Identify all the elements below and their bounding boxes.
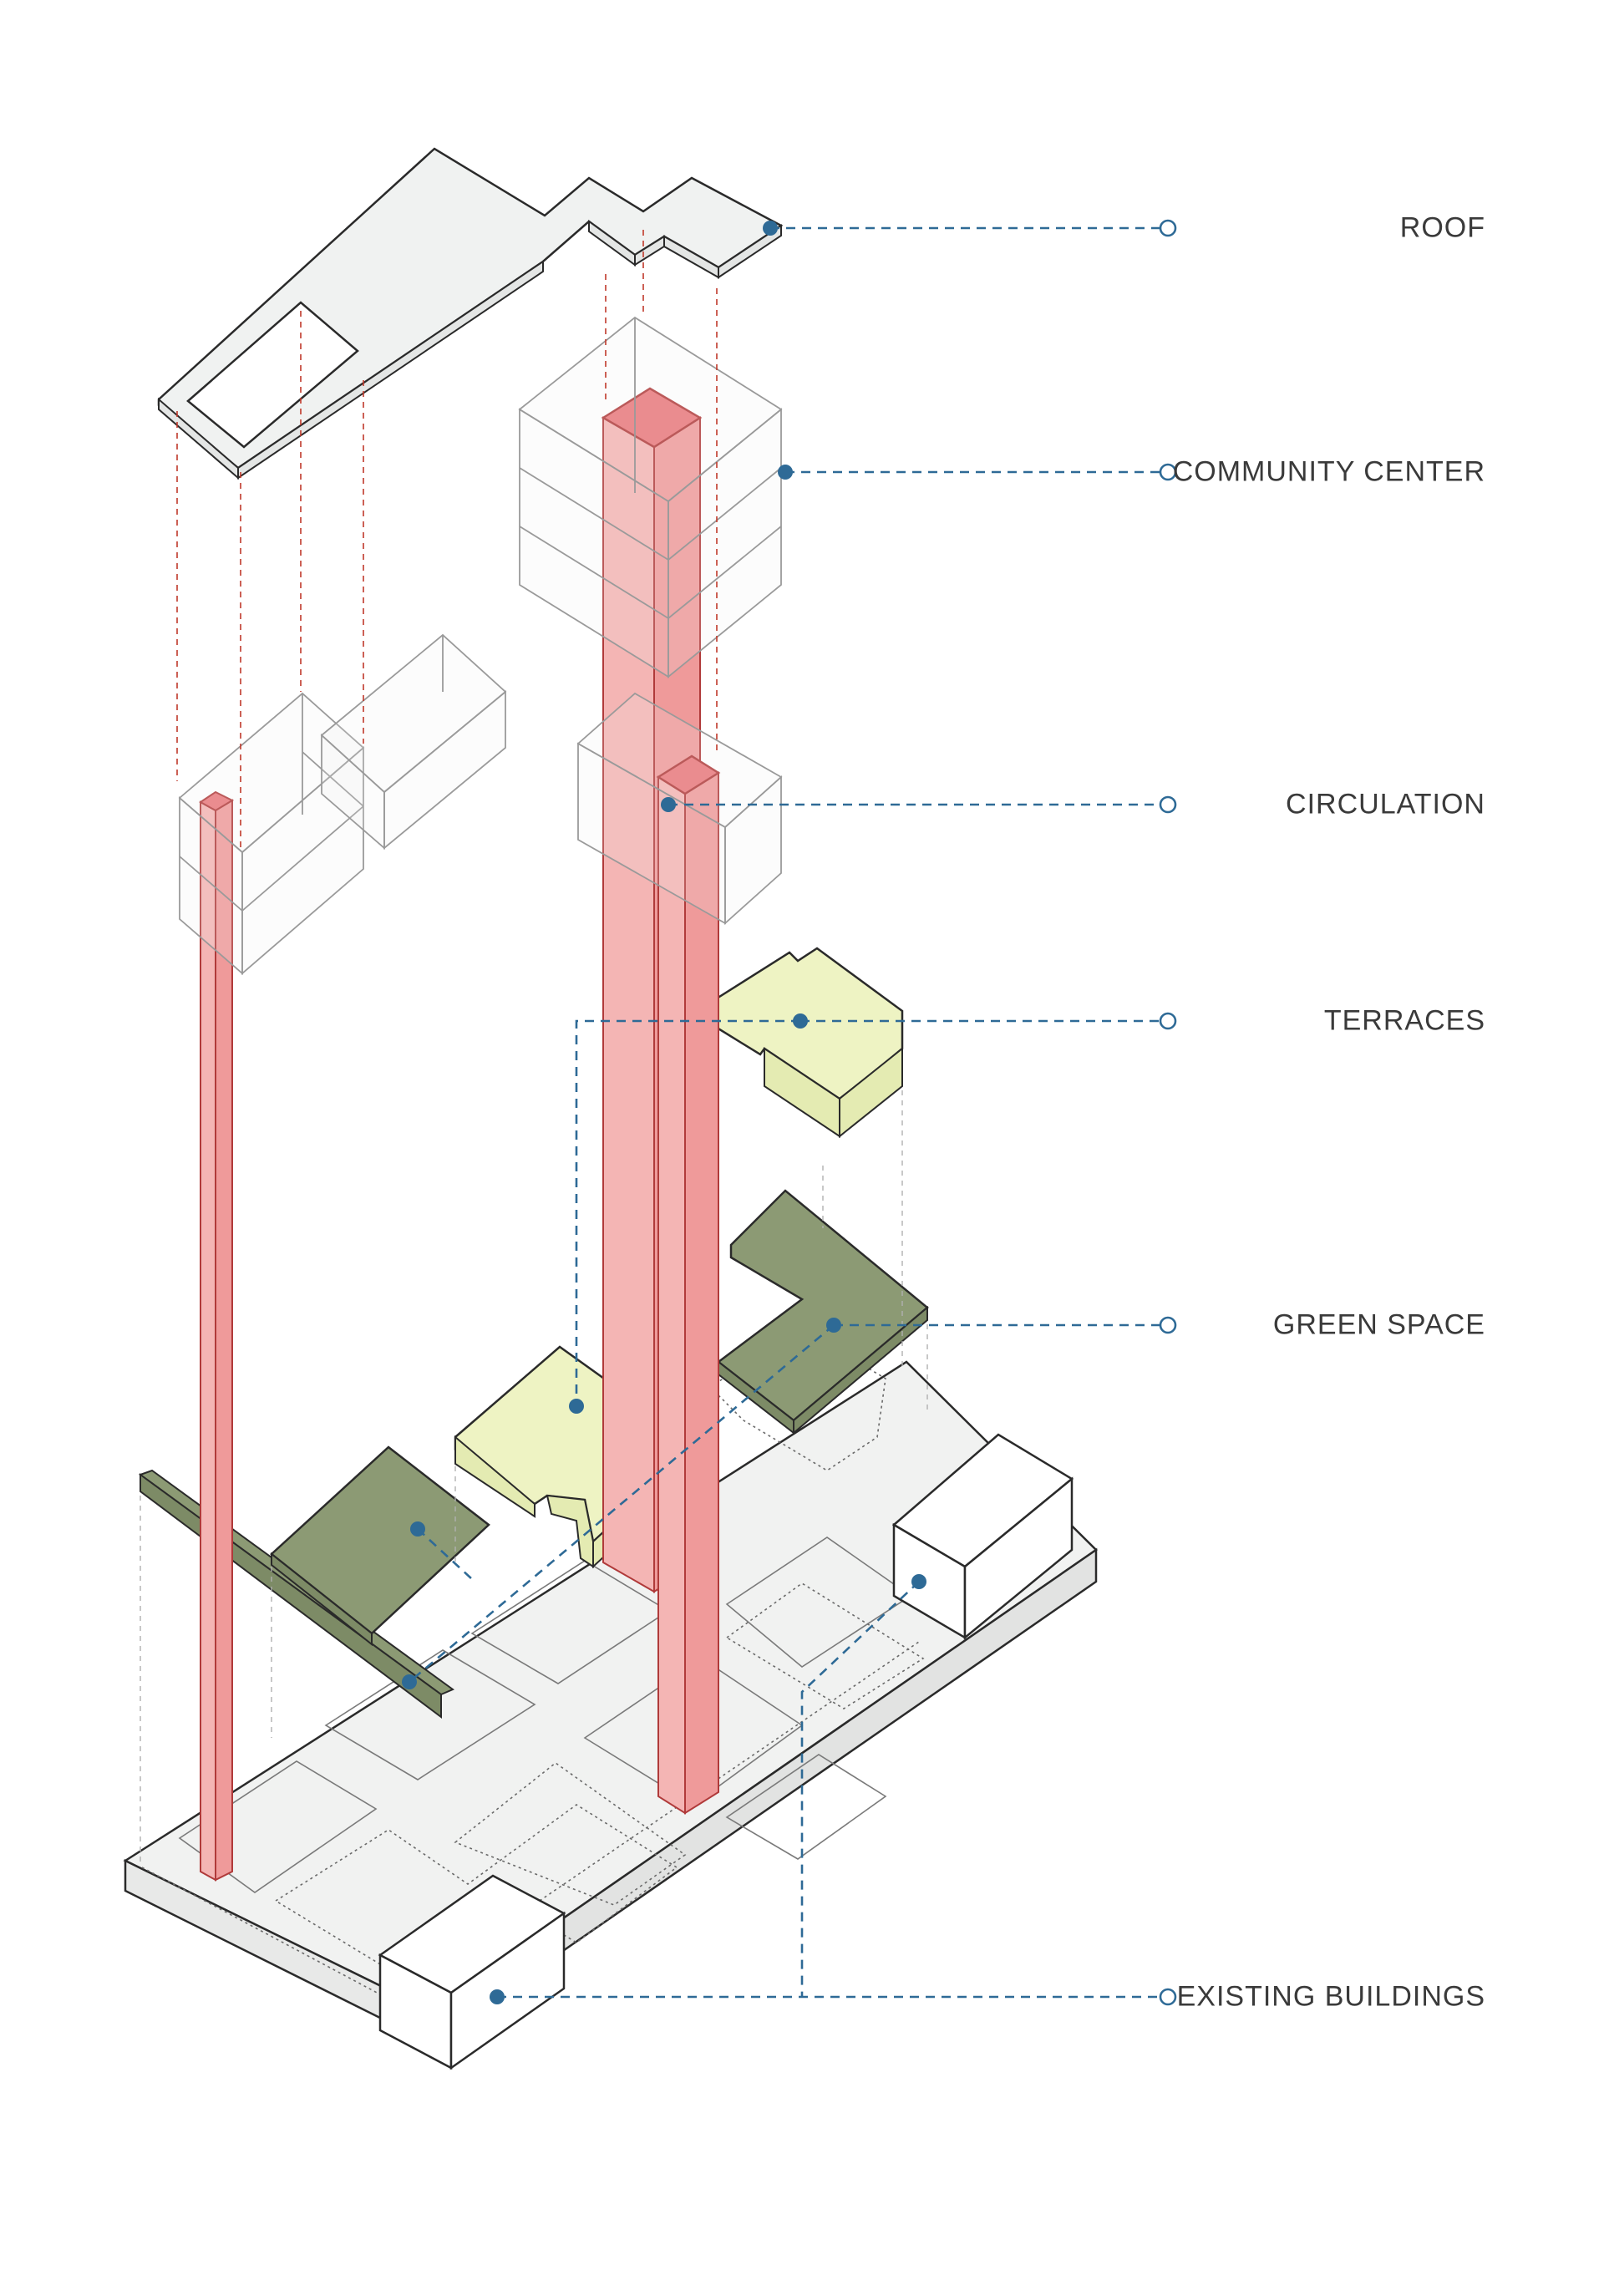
volume-edge	[667, 467, 782, 561]
site-dotted-edge	[141, 1641, 920, 2002]
terrace-lower-notch	[546, 1494, 594, 1568]
anchor-dot	[410, 1521, 425, 1537]
anchor-dot	[661, 797, 676, 812]
green-space-l-shape	[716, 1189, 929, 1435]
building-side-face	[449, 1911, 566, 2070]
leader-lines	[409, 226, 1161, 1999]
anchor-dot	[763, 221, 778, 236]
circulation-core-left	[199, 790, 235, 1882]
leader-green-square	[417, 1528, 473, 1580]
anchor-dot	[569, 1399, 584, 1414]
volume-edge	[302, 751, 364, 807]
site-parcel	[178, 1760, 378, 1893]
leader-end-circles	[1159, 219, 1177, 2006]
core-side-face	[684, 771, 719, 1815]
anchor-dot	[911, 1574, 926, 1589]
label-circulation: CIRCULATION	[1286, 788, 1485, 820]
volume-edge	[179, 856, 243, 912]
site-parcel	[725, 1754, 887, 1860]
terrace-upper-side	[839, 1046, 903, 1139]
leader-end-circle	[1159, 219, 1177, 237]
roof-slab	[157, 147, 784, 480]
core-front-face	[200, 800, 216, 1882]
terrace-lower-side	[454, 1435, 536, 1518]
leader-end-circle	[1159, 1988, 1177, 2006]
leader-existing-branch	[800, 1581, 920, 1997]
label-existing-buildings: EXISTING BUILDINGS	[1176, 1980, 1485, 2013]
drop-lines	[140, 1090, 928, 1863]
label-roof: ROOF	[1399, 211, 1485, 244]
label-green-space: GREEN SPACE	[1272, 1308, 1485, 1341]
core-top-face	[199, 790, 235, 812]
anchor-dot	[402, 1674, 417, 1689]
volume-edge	[321, 733, 385, 850]
volume-edge	[667, 526, 782, 619]
anchor-dot	[793, 1013, 808, 1029]
existing-building-right	[891, 1433, 1074, 1640]
roof-opening	[186, 301, 359, 449]
leader-terraces-drop	[575, 1019, 800, 1406]
anchor-dot	[778, 465, 793, 480]
site-dotted-plot	[454, 1762, 687, 1906]
site-dotted-plot	[708, 1328, 886, 1471]
core-top-face	[656, 754, 721, 795]
roof-edge-face	[237, 260, 544, 480]
green-l-side	[793, 1305, 928, 1435]
label-community-center: COMMUNITY CENTER	[1172, 455, 1485, 488]
core-front-face	[657, 775, 686, 1815]
volume-edge	[241, 805, 364, 912]
volume-edge	[519, 526, 669, 619]
leader-end-circle	[1159, 1012, 1177, 1030]
anchor-dot	[490, 1989, 505, 2004]
community-center-volumes	[178, 316, 783, 975]
leader-end-circle	[1159, 795, 1177, 814]
circulation-core-front	[656, 754, 721, 1815]
leader-green-branch	[409, 1324, 835, 1683]
green-space-square	[270, 1445, 490, 1647]
volume-edge	[519, 467, 669, 561]
building-side-face	[963, 1476, 1074, 1640]
green-square-side	[271, 1552, 373, 1647]
leader-end-circle	[1159, 463, 1177, 481]
projection-lines	[176, 230, 718, 848]
anchor-dot	[826, 1318, 841, 1333]
existing-building-front	[378, 1874, 566, 2070]
leader-end-circle	[1159, 1316, 1177, 1334]
anchor-dots	[402, 221, 926, 2004]
terrace-upper	[708, 947, 904, 1139]
label-terraces: TERRACES	[1323, 1004, 1485, 1037]
volume-edge	[724, 775, 782, 926]
roof-edge-face	[718, 224, 782, 279]
site-dotted-plot	[725, 1582, 925, 1709]
